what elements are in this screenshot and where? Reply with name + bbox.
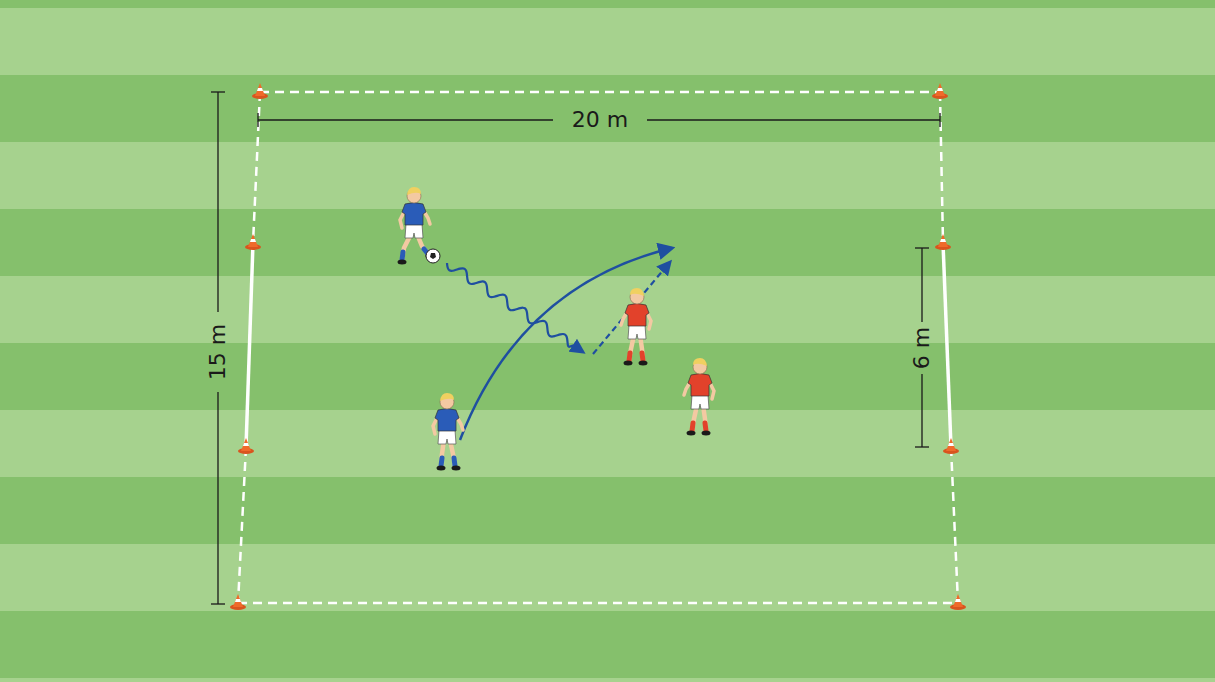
grass-stripe (0, 75, 1215, 142)
cone (230, 594, 246, 610)
boundary-line (238, 602, 958, 605)
dimension-line (211, 91, 225, 92)
player (621, 288, 651, 366)
dimension-lines (211, 92, 940, 604)
grass-stripe (0, 343, 1215, 410)
movement-arrows (447, 248, 672, 440)
dimension-line (217, 92, 218, 312)
dimension-line (217, 392, 218, 604)
dimension-line (921, 248, 922, 322)
grass-stripe (0, 611, 1215, 678)
grass-stripe (0, 544, 1215, 611)
grass-stripe (0, 209, 1215, 276)
goal-line (246, 243, 253, 447)
player (433, 393, 463, 471)
dimension-line (915, 446, 929, 447)
boundary-line (238, 447, 246, 603)
run-arrow (460, 248, 672, 440)
field-lines (238, 92, 958, 603)
cone (943, 438, 959, 454)
dimension-line (211, 603, 225, 604)
dimension-label: 6 m (909, 323, 935, 373)
dimension-line (939, 113, 940, 127)
dimension-line (915, 247, 929, 248)
grass-stripe (0, 276, 1215, 343)
dimension-label: 20 m (568, 107, 632, 133)
grass-stripe (0, 8, 1215, 75)
grass-stripe (0, 477, 1215, 544)
cone (950, 594, 966, 610)
dimension-label: 15 m (205, 320, 231, 384)
dimension-line (647, 119, 940, 120)
grass-stripe (0, 410, 1215, 477)
dimension-line (921, 374, 922, 447)
grass-stripe (0, 678, 1215, 682)
cone (238, 438, 254, 454)
player (684, 358, 714, 436)
cone (245, 234, 261, 250)
grass-stripe (0, 142, 1215, 209)
dimension-line (258, 119, 553, 120)
cone (252, 83, 268, 99)
boundary-line (260, 91, 940, 94)
cones (230, 83, 966, 610)
boundary-line (940, 92, 943, 243)
cone (932, 83, 948, 99)
dimension-line (257, 113, 258, 127)
ball (426, 249, 440, 263)
boundary-line (253, 92, 260, 243)
dribble-arrow (447, 263, 583, 352)
cone (935, 234, 951, 250)
goal-line (943, 243, 951, 447)
boundary-line (951, 447, 958, 603)
grass-stripe (0, 0, 1215, 8)
